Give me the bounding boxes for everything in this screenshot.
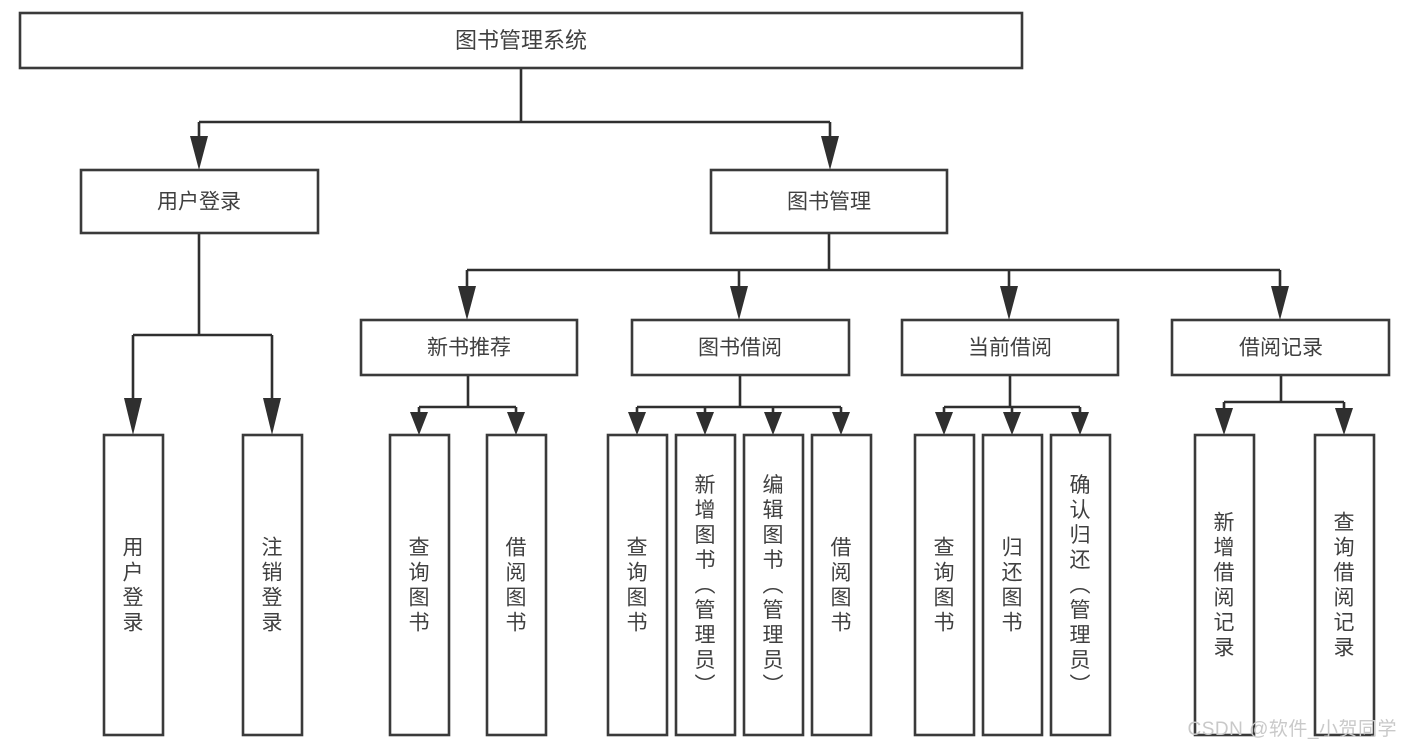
node-leaf-query-book-1[interactable]: 查询图书 bbox=[388, 433, 451, 737]
arrowhead-current-borrow bbox=[1000, 286, 1018, 320]
node-leaf-borrow-book-1[interactable]: 借阅图书 bbox=[485, 433, 548, 737]
node-leaf-query-book-2-box[interactable] bbox=[606, 433, 669, 737]
node-user-login[interactable]: 用户登录 bbox=[79, 168, 320, 235]
node-leaf-borrow-book-2-box[interactable] bbox=[810, 433, 873, 737]
arrowhead-leaf-query-book-1 bbox=[410, 412, 428, 435]
arrowhead-new-book-recommend bbox=[458, 286, 476, 320]
node-leaf-query-book-1-label: 查询图书 bbox=[409, 537, 430, 635]
node-leaf-borrow-book-2[interactable]: 借阅图书 bbox=[810, 433, 873, 737]
arrowhead-leaf-return-book bbox=[1003, 412, 1021, 435]
node-new-book-recommend-box[interactable] bbox=[359, 318, 579, 377]
node-leaf-confirm-return-label: 确认归还︵管理员︶ bbox=[1070, 474, 1091, 697]
node-leaf-add-record[interactable]: 新增借阅记录 bbox=[1193, 433, 1256, 737]
node-book-management[interactable]: 图书管理 bbox=[709, 168, 949, 235]
node-leaf-confirm-return[interactable]: 确认归还︵管理员︶ bbox=[1049, 433, 1112, 737]
node-leaf-edit-book-label: 编辑图书︵管理员︶ bbox=[763, 474, 784, 697]
node-leaf-confirm-return-box[interactable] bbox=[1049, 433, 1112, 737]
node-leaf-query-book-2[interactable]: 查询图书 bbox=[606, 433, 669, 737]
node-leaf-add-record-label: 新增借阅记录 bbox=[1214, 512, 1235, 660]
arrowhead-leaf-confirm-return bbox=[1071, 412, 1089, 435]
node-leaf-query-record-label: 查询借阅记录 bbox=[1334, 512, 1355, 660]
node-leaf-add-book-label: 新增图书︵管理员︶ bbox=[695, 474, 716, 697]
node-leaf-return-book-label: 归还图书 bbox=[1002, 537, 1023, 635]
node-leaf-user-logout[interactable]: 注销登录 bbox=[241, 433, 304, 737]
node-leaf-user-login[interactable]: 用户登录 bbox=[102, 433, 165, 737]
arrowhead-leaf-query-book-3 bbox=[935, 412, 953, 435]
node-book-management-label: 图书管理 bbox=[787, 191, 871, 214]
node-current-borrow-box[interactable] bbox=[900, 318, 1120, 377]
node-leaf-add-book-box[interactable] bbox=[674, 433, 737, 737]
node-leaf-add-book[interactable]: 新增图书︵管理员︶ bbox=[674, 433, 737, 737]
node-leaf-user-login-label: 用户登录 bbox=[123, 537, 144, 635]
node-borrow-record[interactable]: 借阅记录 bbox=[1170, 318, 1391, 377]
node-leaf-borrow-book-2-label: 借阅图书 bbox=[831, 537, 852, 635]
node-leaf-add-record-box[interactable] bbox=[1193, 433, 1256, 737]
node-new-book-recommend-label: 新书推荐 bbox=[427, 337, 511, 360]
arrowhead-book-management bbox=[821, 136, 839, 170]
node-leaf-borrow-book-1-label: 借阅图书 bbox=[506, 537, 527, 635]
node-book-borrow-box[interactable] bbox=[630, 318, 851, 377]
node-leaf-user-logout-box[interactable] bbox=[241, 433, 304, 737]
node-leaf-edit-book-box[interactable] bbox=[742, 433, 805, 737]
node-leaf-return-book-box[interactable] bbox=[981, 433, 1044, 737]
connector-layer bbox=[124, 68, 1353, 435]
arrowhead-user-login bbox=[190, 136, 208, 170]
node-book-borrow-label: 图书借阅 bbox=[698, 337, 782, 360]
arrowhead-leaf-query-record bbox=[1335, 408, 1353, 435]
node-leaf-user-login-box[interactable] bbox=[102, 433, 165, 737]
arrowhead-leaf-query-book-2 bbox=[628, 412, 646, 435]
node-leaf-query-book-1-box[interactable] bbox=[388, 433, 451, 737]
arrowhead-leaf-add-book bbox=[696, 412, 714, 435]
node-borrow-record-label: 借阅记录 bbox=[1239, 337, 1323, 360]
node-leaf-query-book-3-label: 查询图书 bbox=[934, 537, 955, 635]
node-user-login-box[interactable] bbox=[79, 168, 320, 235]
arrowhead-leaf-user-logout bbox=[263, 398, 281, 435]
node-user-login-label: 用户登录 bbox=[157, 191, 241, 214]
node-leaf-query-book-3-box[interactable] bbox=[913, 433, 976, 737]
node-book-management-box[interactable] bbox=[709, 168, 949, 235]
node-new-book-recommend[interactable]: 新书推荐 bbox=[359, 318, 579, 377]
arrowhead-leaf-edit-book bbox=[764, 412, 782, 435]
node-root-label: 图书管理系统 bbox=[455, 28, 587, 53]
node-leaf-borrow-book-1-box[interactable] bbox=[485, 433, 548, 737]
node-leaf-query-book-2-label: 查询图书 bbox=[627, 537, 648, 635]
arrowhead-book-borrow bbox=[730, 286, 748, 320]
arrowhead-borrow-record bbox=[1271, 286, 1289, 320]
arrowhead-leaf-borrow-book-2 bbox=[832, 412, 850, 435]
node-leaf-user-logout-label: 注销登录 bbox=[262, 537, 283, 635]
node-leaf-query-record[interactable]: 查询借阅记录 bbox=[1313, 433, 1376, 737]
node-leaf-query-record-box[interactable] bbox=[1313, 433, 1376, 737]
node-borrow-record-box[interactable] bbox=[1170, 318, 1391, 377]
node-leaf-edit-book[interactable]: 编辑图书︵管理员︶ bbox=[742, 433, 805, 737]
arrowhead-leaf-add-record bbox=[1215, 408, 1233, 435]
node-current-borrow[interactable]: 当前借阅 bbox=[900, 318, 1120, 377]
node-root-box[interactable] bbox=[18, 11, 1024, 70]
node-root[interactable]: 图书管理系统 bbox=[18, 11, 1024, 70]
arrowhead-leaf-user-login bbox=[124, 398, 142, 435]
node-current-borrow-label: 当前借阅 bbox=[968, 337, 1052, 360]
node-leaf-query-book-3[interactable]: 查询图书 bbox=[913, 433, 976, 737]
node-leaf-return-book[interactable]: 归还图书 bbox=[981, 433, 1044, 737]
node-book-borrow[interactable]: 图书借阅 bbox=[630, 318, 851, 377]
arrowhead-leaf-borrow-book-1 bbox=[507, 412, 525, 435]
